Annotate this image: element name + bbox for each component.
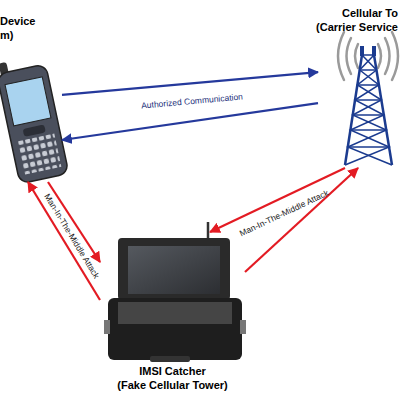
tower-bar bbox=[360, 69, 377, 71]
node-label: m) bbox=[0, 28, 60, 42]
node-label-group: Cellular To(Carrier Service bbox=[288, 6, 398, 34]
phone-screen bbox=[5, 77, 51, 126]
node-label: (Carrier Service bbox=[288, 20, 398, 34]
connector-arrow bbox=[62, 103, 318, 140]
cellular-tower: Cellular To(Carrier Service bbox=[318, 4, 400, 168]
connector-arrow bbox=[28, 182, 100, 300]
case-body bbox=[108, 298, 242, 360]
mobile-device: Devicem) bbox=[0, 12, 62, 182]
imsi-catcher: IMSI Catcher(Fake Cellular Tower) bbox=[100, 232, 245, 395]
tower-illustration bbox=[338, 32, 398, 165]
wave bbox=[355, 44, 358, 68]
tower-bar bbox=[350, 129, 386, 131]
tower-bar bbox=[353, 114, 384, 116]
case-handle bbox=[150, 356, 190, 362]
tower-leg bbox=[345, 55, 362, 165]
connector-arrow bbox=[62, 72, 318, 95]
laptop-keyboard bbox=[118, 302, 232, 324]
node-label-group: Devicem) bbox=[0, 14, 60, 42]
tower-leg bbox=[374, 55, 392, 165]
tower-bar bbox=[357, 84, 379, 86]
node-label-group: IMSI Catcher(Fake Cellular Tower) bbox=[85, 364, 260, 392]
node-label: IMSI Catcher bbox=[85, 364, 260, 378]
tower-bar bbox=[348, 146, 389, 148]
phone-illustration bbox=[0, 54, 69, 184]
wave bbox=[392, 32, 398, 80]
edge-label: Man-In-The-Middle Attack bbox=[42, 192, 101, 280]
radio-waves bbox=[338, 32, 398, 80]
wave bbox=[338, 32, 344, 80]
tower-lattice bbox=[345, 55, 392, 165]
imsi-catcher-illustration bbox=[104, 222, 246, 362]
laptop-lid bbox=[118, 238, 230, 300]
edge-label: Authorized Communication bbox=[140, 92, 243, 111]
phone-nav bbox=[23, 124, 46, 136]
wave bbox=[385, 38, 390, 74]
laptop-screen bbox=[128, 246, 220, 294]
wave bbox=[378, 44, 381, 68]
edge-label: Man-In-The-Middle Attack bbox=[237, 187, 329, 238]
tower-brace bbox=[345, 55, 389, 165]
case-latch bbox=[240, 320, 246, 334]
wave bbox=[347, 38, 352, 74]
case-latch bbox=[104, 320, 110, 334]
node-label: Device bbox=[0, 14, 60, 28]
node-label: (Fake Cellular Tower) bbox=[85, 378, 260, 392]
phone-body bbox=[0, 64, 69, 184]
tower-bar bbox=[355, 99, 381, 101]
node-label: Cellular To bbox=[288, 6, 398, 20]
phone-keyboard bbox=[17, 134, 61, 175]
